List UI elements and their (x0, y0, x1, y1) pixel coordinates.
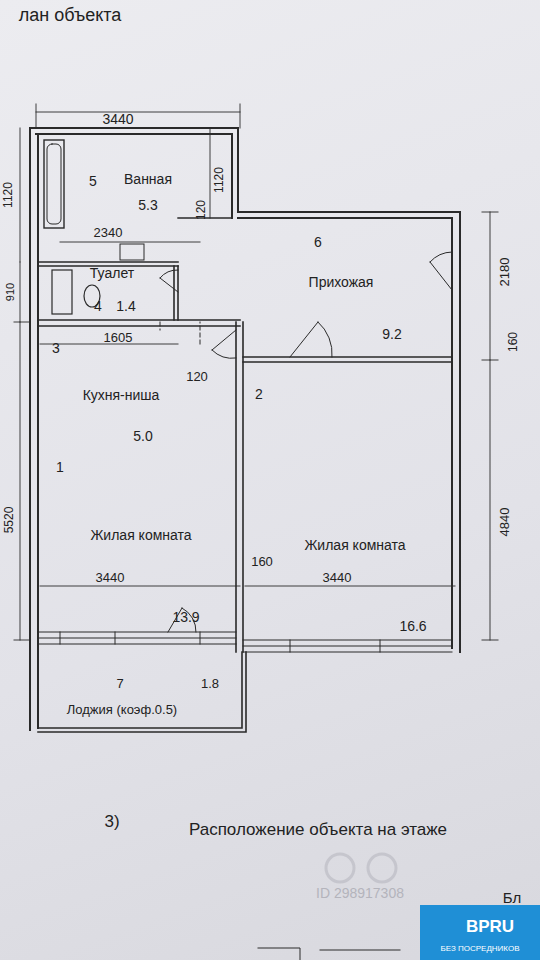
dimension: 160 (507, 332, 520, 352)
room-name: Туалет (90, 266, 134, 281)
room: Туалет 4 1.4 (38, 266, 174, 320)
dimension: 2180 (498, 258, 512, 287)
room-name: Жилая комната (90, 528, 191, 543)
logo-text: БЕЗ ПОСРЕДНИКОВ (441, 945, 520, 954)
room: 5 Ванная 5.3 (38, 134, 232, 262)
room-name: Кухня-ниша (83, 388, 160, 403)
room-number: 5 (89, 174, 97, 189)
logo-text: BPRU (466, 918, 514, 937)
room-area: 16.6 (399, 619, 426, 634)
dimension: 5520 (3, 507, 16, 534)
room-name: Прихожая (309, 275, 374, 290)
dimension: 3440 (102, 112, 133, 127)
room: 3Кухня-ниша 5.0 (38, 326, 236, 450)
dimension: 4840 (498, 508, 512, 537)
watermark: ID 298917308 (316, 886, 404, 901)
room-area: 9.2 (382, 327, 401, 342)
room: 2Жилая комната 16.6 (243, 362, 452, 640)
room-name: Ванная (124, 172, 172, 187)
dimension: 120 (186, 370, 208, 384)
room-number: 4 (94, 299, 102, 314)
dimension: 3440 (96, 571, 125, 585)
dimension: 910 (4, 283, 16, 301)
plan-title: лан объекта (19, 6, 122, 26)
room-number: 2 (255, 387, 263, 402)
dimension: 2340 (94, 226, 123, 240)
caption-text: Бл (503, 890, 521, 907)
room-number: 1 (56, 460, 64, 475)
room-name: Лоджия (коэф.0.5) (67, 703, 177, 717)
dimension: 120 (195, 200, 208, 220)
room-area: 5.0 (133, 429, 152, 444)
room-area: 5.3 (138, 198, 157, 213)
room-name: Жилая комната (304, 538, 405, 553)
room: 7 1.8Лоджия (коэф.0.5) (38, 644, 242, 728)
room-number: 3 (52, 341, 60, 356)
room: 6Прихожая 9.2 (243, 218, 452, 357)
room-area: 1.4 (116, 299, 135, 314)
room: 1Жилая комната 13.9 (38, 450, 236, 632)
dimension: 160 (251, 555, 273, 569)
dimension: 1120 (213, 167, 226, 193)
room-area: 1.8 (201, 677, 219, 691)
caption-text: 3) (104, 813, 119, 832)
room-number: 7 (116, 677, 123, 691)
room-area: 13.9 (172, 610, 199, 625)
caption-text: Расположение объекта на этаже (189, 821, 447, 840)
dimension: 1605 (104, 331, 133, 345)
room-number: 6 (314, 235, 322, 250)
dimension: 3440 (323, 571, 352, 585)
dimension: 1120 (2, 182, 15, 208)
